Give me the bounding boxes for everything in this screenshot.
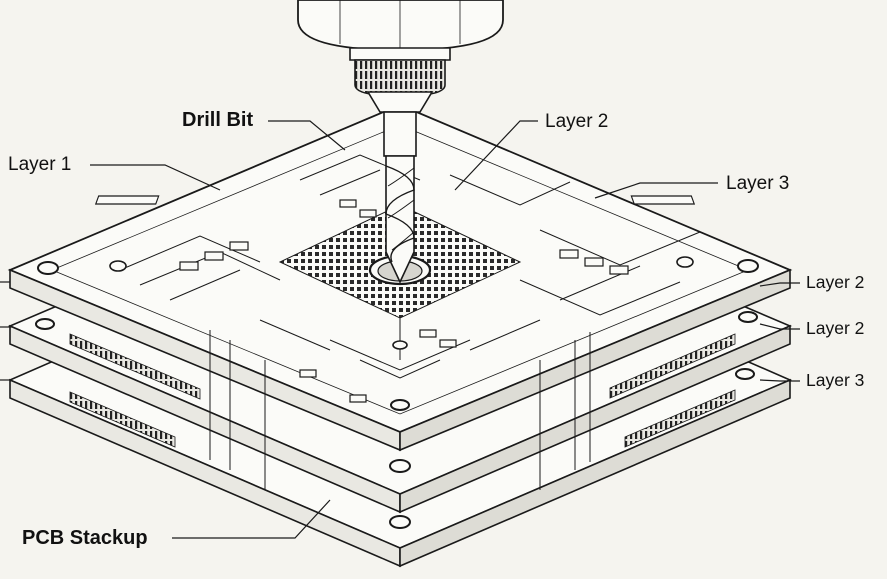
drill-chuck-collar [349, 47, 451, 61]
leader-layer-3-top [594, 182, 718, 199]
label-pcb-stackup: PCB Stackup [22, 527, 148, 549]
label-layer-3-right: Layer 3 [806, 370, 865, 390]
board-middle-right-pins [609, 333, 736, 399]
leader-layer-2-right-a [759, 282, 800, 287]
board-top-inner-outline [50, 124, 750, 415]
leader-layer-2-right-b [759, 323, 800, 330]
board-bottom-mount-hole-right [735, 368, 755, 380]
label-layer-1: Layer 1 [8, 154, 72, 175]
board-middle-left-pins [69, 333, 201, 400]
board-top-traces [119, 154, 701, 379]
drill-chuck [354, 59, 446, 97]
via-barrels [209, 330, 591, 490]
board-bottom-mount-hole [389, 515, 411, 529]
leader-layer-2-top [454, 120, 538, 191]
board-top-components [94, 195, 696, 403]
label-layer-2-right-a: Layer 2 [806, 272, 865, 292]
board-bottom-right-side [399, 378, 791, 568]
board-top-via-left [109, 260, 127, 272]
board-top-right-side [399, 268, 791, 452]
drill-shank [383, 111, 417, 157]
label-drill-bit: Drill Bit [182, 109, 254, 131]
leader-pcb-stackup [172, 499, 331, 539]
board-top-via-right [676, 256, 694, 268]
board-bottom-right-pins [624, 389, 736, 448]
board-middle-right-side [399, 324, 791, 514]
drill-chuck-nose [366, 91, 434, 113]
board-middle-mount-hole-right [738, 311, 758, 323]
drill [297, 0, 504, 284]
board-middle-mount-hole-left [35, 318, 55, 330]
leader-layer-1 [90, 164, 221, 191]
label-layer-3-top: Layer 3 [726, 173, 790, 194]
leader-lines [0, 120, 800, 539]
board-bottom-left-pins [69, 391, 176, 448]
board-top-mount-hole-right [737, 259, 759, 273]
label-layer-2-top: Layer 2 [545, 111, 609, 132]
drill-bit-spiral [385, 165, 415, 263]
board-top-mount-hole-front [390, 399, 410, 411]
drill-motor-body [297, 0, 504, 51]
leader-layer-3-right [759, 379, 800, 382]
board-top-mount-hole-left [37, 261, 59, 275]
board-middle-mount-hole [389, 459, 411, 473]
label-layer-2-right-b: Layer 2 [806, 318, 865, 338]
board-top-via-center [392, 340, 408, 350]
leader-drill-bit [268, 120, 346, 151]
